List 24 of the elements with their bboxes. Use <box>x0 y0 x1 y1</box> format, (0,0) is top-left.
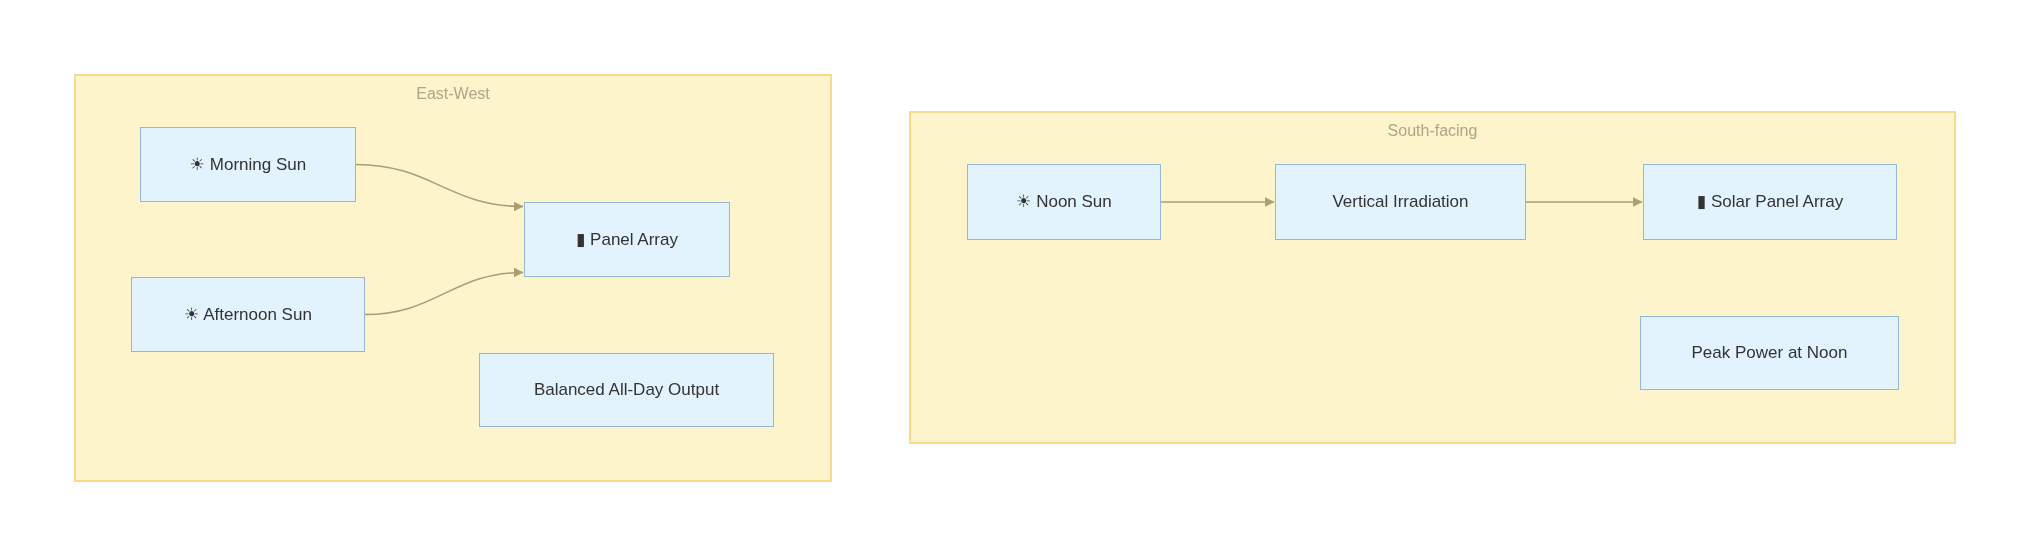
node-label: ☀ Morning Sun <box>189 153 307 176</box>
process-box <box>131 277 365 352</box>
arrow <box>364 268 524 316</box>
node-label: Vertical Irradiation <box>1332 191 1469 213</box>
process-box <box>1275 164 1526 240</box>
process-box <box>1640 316 1899 390</box>
node-label: ☀ Noon Sun <box>1016 191 1112 213</box>
process-box <box>967 164 1161 240</box>
arrow <box>1525 197 1643 207</box>
node-label: Balanced All-Day Output <box>533 379 720 401</box>
process-box <box>524 202 730 277</box>
group-title: South-facing <box>1387 121 1478 141</box>
node-label: Peak Power at Noon <box>1691 342 1848 364</box>
node-label: ☀ Afternoon Sun <box>184 303 312 326</box>
arrow <box>1160 197 1275 207</box>
arrow <box>355 163 524 212</box>
group-title: East-West <box>416 84 490 104</box>
process-box <box>140 127 356 202</box>
group-panel <box>909 111 1956 444</box>
process-box <box>1643 164 1897 240</box>
node-label: ▮ Panel Array <box>576 228 678 251</box>
group-panel <box>74 74 832 482</box>
process-box <box>479 353 774 427</box>
node-label: ▮ Solar Panel Array <box>1696 191 1844 213</box>
